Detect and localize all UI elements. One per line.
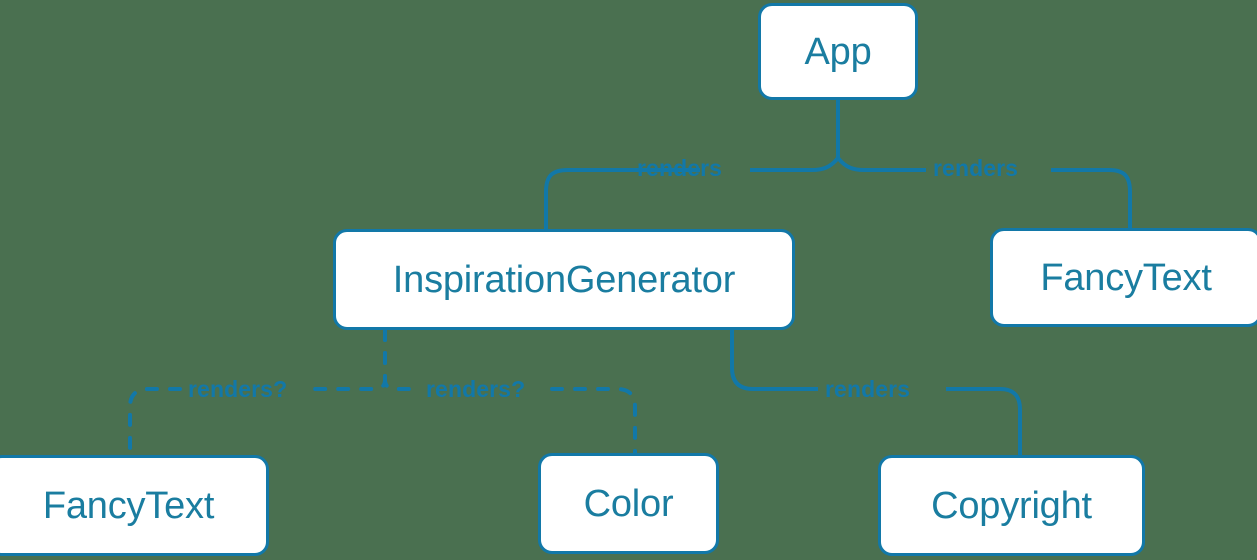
node-copyright[interactable]: Copyright <box>878 455 1145 556</box>
node-color[interactable]: Color <box>538 453 719 554</box>
edge-app-to-inspirationgenerator <box>544 156 840 229</box>
node-copyright-label: Copyright <box>931 484 1092 527</box>
node-app-label: App <box>804 30 872 73</box>
node-app[interactable]: App <box>758 3 918 100</box>
edge-label-renders-q-fancytext: renders? <box>188 376 288 402</box>
node-fancytext-bottom[interactable]: FancyText <box>0 455 269 556</box>
node-fancytext-bottom-label: FancyText <box>42 484 215 527</box>
edge-label-renders-q-color: renders? <box>426 376 526 402</box>
node-fancytext-right[interactable]: FancyText <box>990 228 1257 327</box>
edge-label-renders-app-inspirationgenerator: renders <box>637 155 723 181</box>
edge-inspirationgenerator-to-copyright <box>730 330 1022 455</box>
edge-inspirationgenerator-to-color <box>383 328 637 455</box>
node-inspiration-generator[interactable]: InspirationGenerator <box>333 229 795 330</box>
node-inspiration-generator-label: InspirationGenerator <box>392 258 736 301</box>
edge-label-renders-copyright: renders <box>825 376 911 402</box>
edge-app-to-fancytext <box>836 156 1132 228</box>
node-fancytext-right-label: FancyText <box>1040 256 1212 299</box>
edge-label-renders-app-fancytext: renders <box>933 155 1019 181</box>
node-color-label: Color <box>583 482 674 525</box>
